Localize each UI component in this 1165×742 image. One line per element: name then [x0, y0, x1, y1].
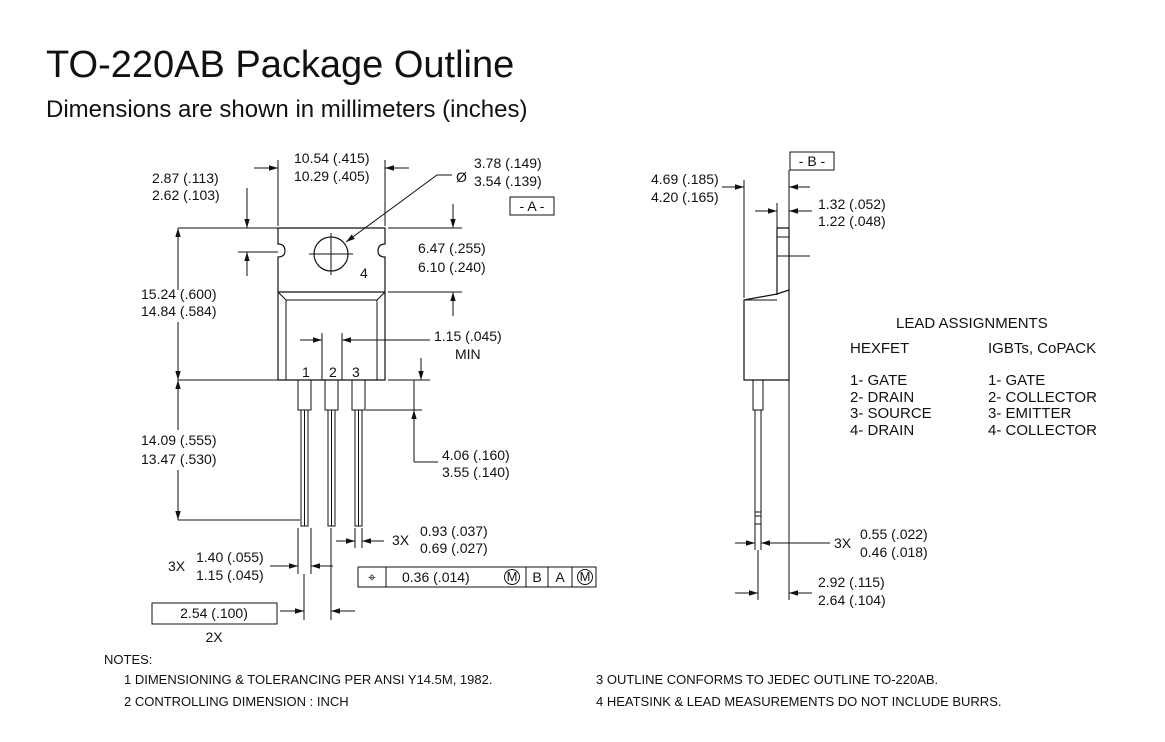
notes-title: NOTES: — [104, 652, 152, 667]
hexfet-lead-4: 4- DRAIN — [850, 422, 914, 439]
dim-shoulder-max: 4.06 (.160) — [442, 447, 510, 463]
datum-b-box — [789, 151, 835, 171]
dim-tab-height-max: 6.47 (.255) — [418, 240, 486, 256]
dim-lead-thickness-count: 3X — [834, 535, 852, 551]
page-title: TO-220AB Package Outline — [46, 44, 515, 86]
lead-2 — [324, 379, 339, 527]
lead-assignments-title: LEAD ASSIGNMENTS — [896, 315, 1048, 332]
dim-width-max: 10.54 (.415) — [294, 150, 370, 166]
dim-lead-width-count: 3X — [392, 532, 410, 548]
dim-pitch-max: 1.40 (.055) — [196, 549, 264, 565]
dim-thickness-max: 4.69 (.185) — [651, 171, 719, 187]
dim-lead-min-value: 1.15 (.045) — [434, 328, 502, 344]
lead-3 — [351, 379, 366, 527]
tolerance-frame: ⌖ 0.36 (.014) M B A M — [357, 566, 597, 588]
hexfet-lead-1: 1- GATE — [850, 372, 907, 389]
notes: NOTES: 1 DIMENSIONING & TOLERANCING PER … — [104, 652, 1001, 709]
pin-2-label: 2 — [329, 364, 337, 380]
tolerance-datum-a: A — [555, 569, 565, 585]
igbt-lead-3: 3- EMITTER — [988, 405, 1072, 422]
spacing-box — [151, 602, 278, 625]
hexfet-header: HEXFET — [850, 340, 909, 357]
igbt-lead-2: 2- COLLECTOR — [988, 389, 1097, 406]
igbt-lead-1: 1- GATE — [988, 372, 1045, 389]
dim-tab-height-min: 6.10 (.240) — [418, 259, 486, 275]
note-4: 4 HEATSINK & LEAD MEASUREMENTS DO NOT IN… — [596, 694, 1001, 709]
diameter-symbol: Ø — [456, 169, 467, 185]
tolerance-modifier-2: M — [580, 569, 591, 584]
side-view: - B - 4.69 (.185) 4.20 (.165) 1.32 (.052… — [651, 151, 928, 608]
dim-pitch-count: 3X — [168, 558, 186, 574]
dim-lead-width-min: 0.69 (.027) — [420, 540, 488, 556]
dim-tab-thickness-min: 1.22 (.048) — [818, 213, 886, 229]
dim-lead-length-max: 14.09 (.555) — [141, 432, 217, 448]
dim-lead-min-label: MIN — [455, 346, 481, 362]
lead-assignments: LEAD ASSIGNMENTS HEXFET IGBTs, CoPACK 1-… — [850, 315, 1097, 439]
dim-body-height-max: 15.24 (.600) — [141, 286, 217, 302]
lead-1 — [297, 379, 312, 527]
note-3: 3 OUTLINE CONFORMS TO JEDEC OUTLINE TO-2… — [596, 672, 938, 687]
datum-a: - A - — [520, 198, 545, 214]
tolerance-datum-b: B — [532, 569, 541, 585]
page-subtitle: Dimensions are shown in millimeters (inc… — [46, 96, 528, 123]
datum-a-box — [509, 196, 555, 216]
igbt-lead-4: 4- COLLECTOR — [988, 422, 1097, 439]
dim-lead-width-max: 0.93 (.037) — [420, 523, 488, 539]
dim-hole-min: 3.54 (.139) — [474, 173, 542, 189]
note-1: 1 DIMENSIONING & TOLERANCING PER ANSI Y1… — [124, 672, 492, 687]
dim-body-height-min: 14.84 (.584) — [141, 303, 217, 319]
hexfet-lead-2: 2- DRAIN — [850, 389, 914, 406]
dim-pitch-min: 1.15 (.045) — [196, 567, 264, 583]
igbt-header: IGBTs, CoPACK — [988, 340, 1096, 357]
dim-lead-length-min: 13.47 (.530) — [141, 451, 217, 467]
dim-offset-min: 2.64 (.104) — [818, 592, 886, 608]
hexfet-lead-3: 3- SOURCE — [850, 405, 932, 422]
tolerance-value: 0.36 (.014) — [402, 569, 470, 585]
dim-tab-min: 2.62 (.103) — [152, 187, 220, 203]
dim-shoulder-min: 3.55 (.140) — [442, 464, 510, 480]
front-view: 10.54 (.415) 10.29 (.405) 2.87 (.113) 2.… — [141, 150, 597, 645]
side-body-outline — [743, 289, 790, 381]
dim-spacing: 2.54 (.100) — [180, 605, 248, 621]
tolerance-modifier-1: M — [507, 569, 518, 584]
dim-tab-max: 2.87 (.113) — [152, 170, 219, 186]
dim-hole-max: 3.78 (.149) — [474, 155, 542, 171]
pin-3-label: 3 — [352, 364, 360, 380]
datum-b: - B - — [799, 153, 826, 169]
pin-4-label: 4 — [360, 265, 368, 281]
dim-lead-thickness-min: 0.46 (.018) — [860, 544, 928, 560]
note-2: 2 CONTROLLING DIMENSION : INCH — [124, 694, 349, 709]
pin-1-label: 1 — [302, 364, 310, 380]
dim-thickness-min: 4.20 (.165) — [651, 189, 719, 205]
position-symbol: ⌖ — [368, 569, 376, 585]
dim-tab-thickness-max: 1.32 (.052) — [818, 196, 886, 212]
dim-spacing-count: 2X — [205, 629, 223, 645]
dim-offset-max: 2.92 (.115) — [818, 574, 885, 590]
dim-lead-thickness-max: 0.55 (.022) — [860, 526, 928, 542]
dim-width-min: 10.29 (.405) — [294, 168, 370, 184]
